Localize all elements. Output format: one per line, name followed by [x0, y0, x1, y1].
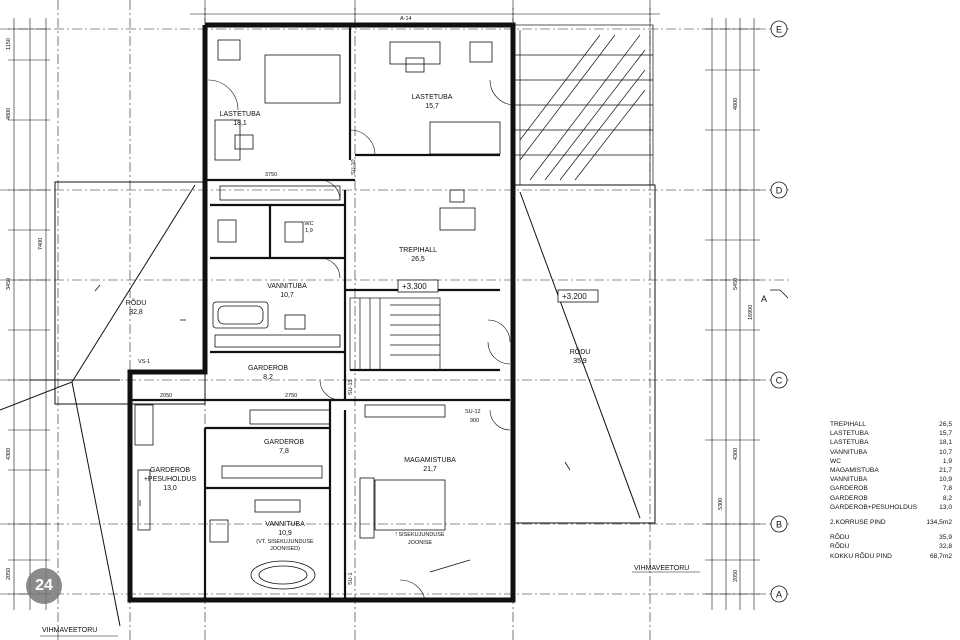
room-rodu-right-name: RÕDU: [570, 347, 591, 356]
dim-right-5450: 5450: [733, 278, 739, 290]
room-garderob-upper-area: 8,2: [263, 374, 273, 381]
room-wc-area: 1,9: [305, 228, 313, 234]
bathtub-lower: [250, 560, 316, 590]
door-tag-a14: A-14: [400, 16, 412, 22]
axis-label-c: C: [776, 376, 783, 386]
room-rodu-left-name: RÕDU: [126, 298, 147, 307]
axis-label-d: D: [776, 186, 783, 196]
level-balcony: +3.200: [562, 292, 587, 301]
room-magamistuba-area: 21,7: [423, 466, 437, 473]
room-garderob-pesu-name-2: +PESUHOLDUS: [144, 476, 197, 483]
room-garderob-pesu-name-1: GARDEROB: [150, 467, 190, 474]
room-magamistuba-name: MAGAMISTUBA: [404, 457, 456, 464]
room-vannituba-lower-area: 10,9: [278, 530, 292, 537]
room-wc-name: WC: [304, 221, 313, 227]
annotation-center-2: JOONISE: [408, 540, 432, 546]
dim-top-2750: 2750: [285, 393, 297, 399]
room-garderob-lower-name: GARDEROB: [264, 439, 304, 446]
dim-left-7400: 7400: [38, 238, 44, 250]
room-garderob-upper-name: GARDEROB: [248, 365, 288, 372]
bed-right: [429, 121, 501, 155]
dim-top-900: 900: [470, 418, 479, 424]
dim-top-3750: 3750: [265, 172, 277, 178]
room-lastetuba-left-name: LASTETUBA: [220, 111, 261, 118]
room-vannituba-lower-note-2: JOONISED): [270, 546, 300, 552]
dim-left-4800: 4800: [6, 108, 12, 120]
room-vannituba-upper-area: 10,7: [280, 292, 294, 299]
dim-left-2050: 2050: [6, 568, 12, 580]
room-vannituba-lower-note-1: (VT. SISEKUJUNDUSE: [256, 539, 314, 545]
dim-left-4300: 4300: [6, 448, 12, 460]
dim-left-3450: 3450: [6, 278, 12, 290]
bed-master: [374, 479, 446, 531]
door-tag-vs1: VS-1: [138, 359, 150, 365]
room-rodu-right-area: 35,9: [573, 358, 587, 365]
bed-left: [264, 54, 341, 104]
staircase: [349, 297, 441, 371]
watermark-logo: 24: [26, 568, 62, 604]
dim-left-top: 1150: [6, 38, 12, 50]
room-trepihall-name: TREPIHALL: [399, 247, 437, 254]
annotation-center-1: ! SISEKUJUNDUSE: [395, 532, 445, 538]
level-hall: +3.300: [402, 282, 427, 291]
dim-right-4300: 4300: [733, 448, 739, 460]
dim-right-2050: 2050: [733, 570, 739, 582]
room-vannituba-upper-name: VANNITUBA: [267, 283, 307, 290]
bathtub-upper: [212, 301, 269, 329]
door-tag-su15: SU-15: [348, 379, 354, 395]
room-vannituba-lower-name: VANNITUBA: [265, 521, 305, 528]
dim-right-5300: 5300: [718, 498, 724, 510]
exterior-wall: [127, 22, 516, 603]
room-lastetuba-right-name: LASTETUBA: [412, 94, 453, 101]
axis-label-e: E: [776, 25, 782, 35]
door-tag-su10: SU-10: [351, 159, 357, 175]
room-trepihall-area: 26,5: [411, 256, 425, 263]
axis-label-a: A: [776, 590, 782, 600]
room-lastetuba-right-area: 15,7: [425, 103, 439, 110]
door-tag-su1: SU-1: [348, 572, 354, 585]
drain-label-right: VIHMAVEETORU: [634, 565, 689, 572]
axis-label-b: B: [776, 520, 782, 530]
room-garderob-lower-area: 7,8: [279, 448, 289, 455]
dim-right-16900: 16900: [748, 305, 754, 320]
dim-right-4800: 4800: [733, 98, 739, 110]
room-garderob-pesu-area: 13,0: [163, 485, 177, 492]
axis-label-a-side: A: [761, 294, 767, 304]
door-tag-su12: SU-12: [465, 409, 481, 415]
drain-label-left: VIHMAVEETORU: [42, 627, 97, 634]
dim-top-2050: 2050: [160, 393, 172, 399]
room-lastetuba-left-area: 18,1: [233, 120, 247, 127]
room-rodu-left-area: 32,8: [129, 309, 143, 316]
